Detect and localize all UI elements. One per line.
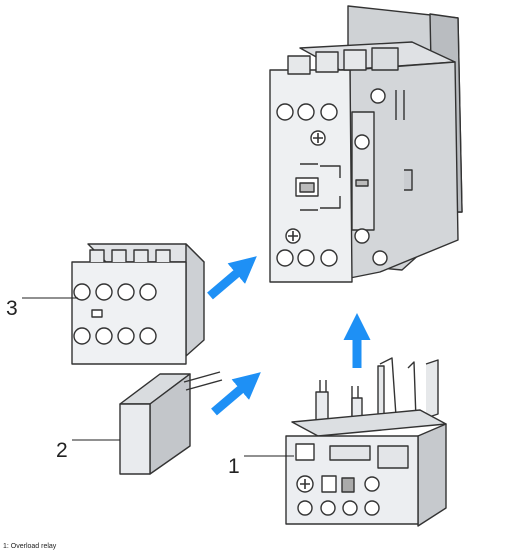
terminal-screw xyxy=(320,249,338,267)
contactor xyxy=(269,5,463,283)
relay-connection-pin xyxy=(377,365,385,421)
aux-contact-screw xyxy=(117,327,135,345)
terminal-screw xyxy=(320,103,338,121)
auxiliary-contact-module xyxy=(71,243,205,365)
terminal-screw xyxy=(297,103,315,121)
aux-contact-screw xyxy=(139,283,157,301)
callout-3: 3 xyxy=(6,297,18,320)
aux-contact-screw xyxy=(73,327,91,345)
arrow-suppressor-to-contactor xyxy=(211,372,261,416)
aux-contact-front-module xyxy=(351,111,375,231)
relay-screw xyxy=(297,500,313,516)
contactor-top-terminal xyxy=(315,51,339,73)
suppressor-module xyxy=(119,371,223,475)
callout-1: 1 xyxy=(228,455,240,478)
aux-contact-screw xyxy=(95,283,113,301)
contactor-top-terminal xyxy=(343,49,367,71)
terminal-screw xyxy=(276,103,294,121)
relay-screw xyxy=(342,500,358,516)
assembly-arrows xyxy=(207,256,371,416)
terminal-screw xyxy=(297,249,315,267)
aux-contact-screw xyxy=(117,283,135,301)
contactor-top-terminal xyxy=(287,55,311,75)
relay-screw xyxy=(364,500,380,516)
terminal-screw xyxy=(276,249,294,267)
overload-relay xyxy=(285,357,447,527)
aux-contact-screw xyxy=(73,283,91,301)
aux-contact-screw xyxy=(95,327,113,345)
leader-lines xyxy=(22,297,294,457)
arrow-aux-to-contactor xyxy=(207,256,257,300)
callout-2: 2 xyxy=(56,439,68,462)
aux-contact-screw xyxy=(139,327,157,345)
relay-screw xyxy=(320,500,336,516)
figure-caption: 1: Overload relay xyxy=(3,543,57,550)
